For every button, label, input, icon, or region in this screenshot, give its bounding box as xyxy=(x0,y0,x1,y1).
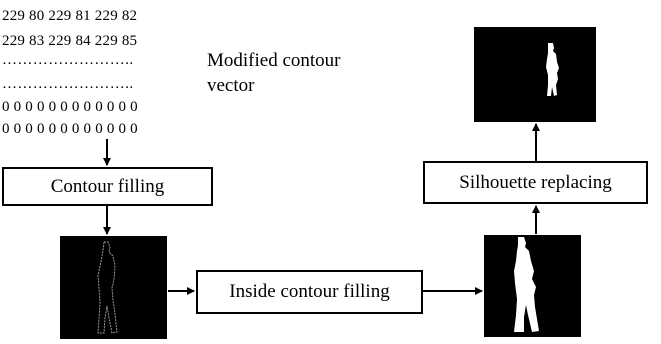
filled-silhouette-icon xyxy=(514,237,539,332)
silhouette-replacing-box: Silhouette replacing xyxy=(423,161,648,204)
inside-contour-filling-box: Inside contour filling xyxy=(196,270,423,314)
vector-label-line1: Modified contour xyxy=(207,50,341,71)
replaced-silhouette-image xyxy=(474,27,596,122)
contour-filling-box: Contour filling xyxy=(2,167,213,206)
contour-silhouette-icon xyxy=(97,241,118,334)
vector-zero-row-1: 0 0 0 0 0 0 0 0 0 0 0 0 xyxy=(2,99,138,115)
contour-image xyxy=(60,236,167,339)
vector-row-2: 229 83 229 84 229 85 xyxy=(2,33,138,49)
filled-silhouette-image xyxy=(484,235,581,337)
vector-zero-row-2: 0 0 0 0 0 0 0 0 0 0 0 0 xyxy=(2,121,138,137)
vector-dots-1: …………………….. xyxy=(2,52,134,68)
vector-dots-2: …………………….. xyxy=(2,76,134,92)
vector-label-line2: vector xyxy=(207,75,255,96)
inside-contour-filling-label: Inside contour filling xyxy=(229,281,390,302)
vector-row-1: 229 80 229 81 229 82 xyxy=(2,8,138,24)
contour-filling-label: Contour filling xyxy=(50,175,165,197)
replaced-silhouette-icon xyxy=(546,43,559,96)
silhouette-replacing-label: Silhouette replacing xyxy=(459,171,612,193)
